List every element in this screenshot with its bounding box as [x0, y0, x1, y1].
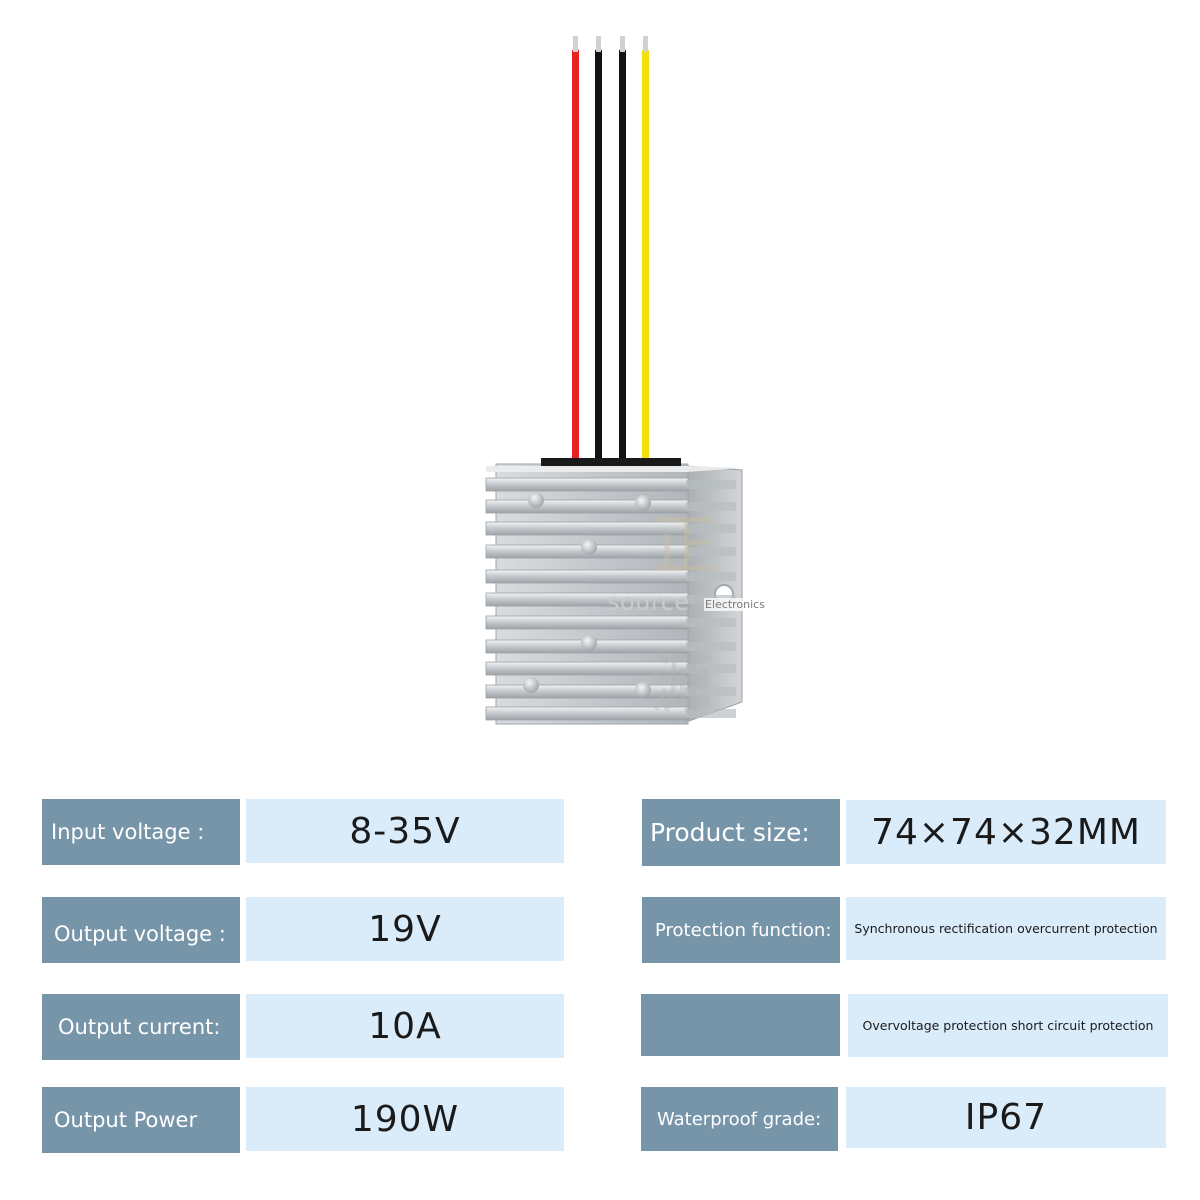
heatsink-fin [485, 499, 689, 514]
spec-value-protection-extra: Overvoltage protection short circuit pro… [848, 994, 1168, 1057]
heatsink-fin [485, 521, 689, 536]
red-wire [572, 50, 579, 470]
wire-seal [541, 458, 681, 466]
heatsink-fin-edge [686, 502, 736, 511]
heatsink-fin-edge [686, 709, 736, 718]
screw [581, 539, 597, 555]
heatsink-fin [485, 684, 689, 699]
spec-value-output-voltage: 19V [246, 897, 564, 961]
screw [635, 495, 651, 511]
heatsink-fin [485, 569, 689, 584]
spec-label-blank [641, 994, 840, 1056]
spec-value-protection-function: Synchronous rectification overcurrent pr… [846, 897, 1166, 960]
heatsink-fin-edge [686, 480, 736, 489]
spec-value-output-power: 190W [246, 1087, 564, 1151]
heatsink-fin-edge [686, 664, 736, 673]
spec-label-output-power: Output Power [42, 1087, 240, 1153]
heatsink-fin-edge [686, 595, 736, 604]
spec-label-output-current: Output current: [42, 994, 240, 1060]
heatsink-fin [485, 706, 689, 721]
screw [523, 677, 539, 693]
screw [635, 682, 651, 698]
heatsink-fin-edge [686, 547, 736, 556]
heatsink-fin-edge [686, 524, 736, 533]
heatsink-fin [485, 592, 689, 607]
screw [581, 635, 597, 651]
spec-value-output-current: 10A [246, 994, 564, 1058]
spec-label-input-voltage: Input voltage : [42, 799, 240, 865]
heatsink-fin [485, 615, 689, 630]
spec-label-output-voltage: Output voltage : [42, 897, 240, 963]
heatsink-fin-edge [686, 572, 736, 581]
spec-value-input-voltage: 8-35V [246, 799, 564, 863]
heatsink-fin [485, 477, 689, 492]
yellow-wire [642, 50, 649, 470]
dc-converter-product-image [485, 36, 743, 725]
spec-value-waterproof-grade: IP67 [846, 1087, 1166, 1148]
heatsink-fin [485, 661, 689, 676]
black-wire-1 [595, 50, 602, 470]
black-wire-2 [619, 50, 626, 470]
spec-value-product-size: 74×74×32MM [846, 800, 1166, 864]
wires [572, 36, 649, 470]
heatsink-fin-edge [686, 687, 736, 696]
screw [528, 492, 544, 508]
aluminum-housing [485, 458, 743, 725]
spec-label-product-size: Product size: [642, 799, 840, 866]
spec-label-waterproof-grade: Waterproof grade: [641, 1087, 838, 1151]
spec-label-protection-function: Protection function: [642, 897, 840, 963]
heatsink-fin-edge [686, 642, 736, 651]
heatsink-fin-edge [686, 618, 736, 627]
